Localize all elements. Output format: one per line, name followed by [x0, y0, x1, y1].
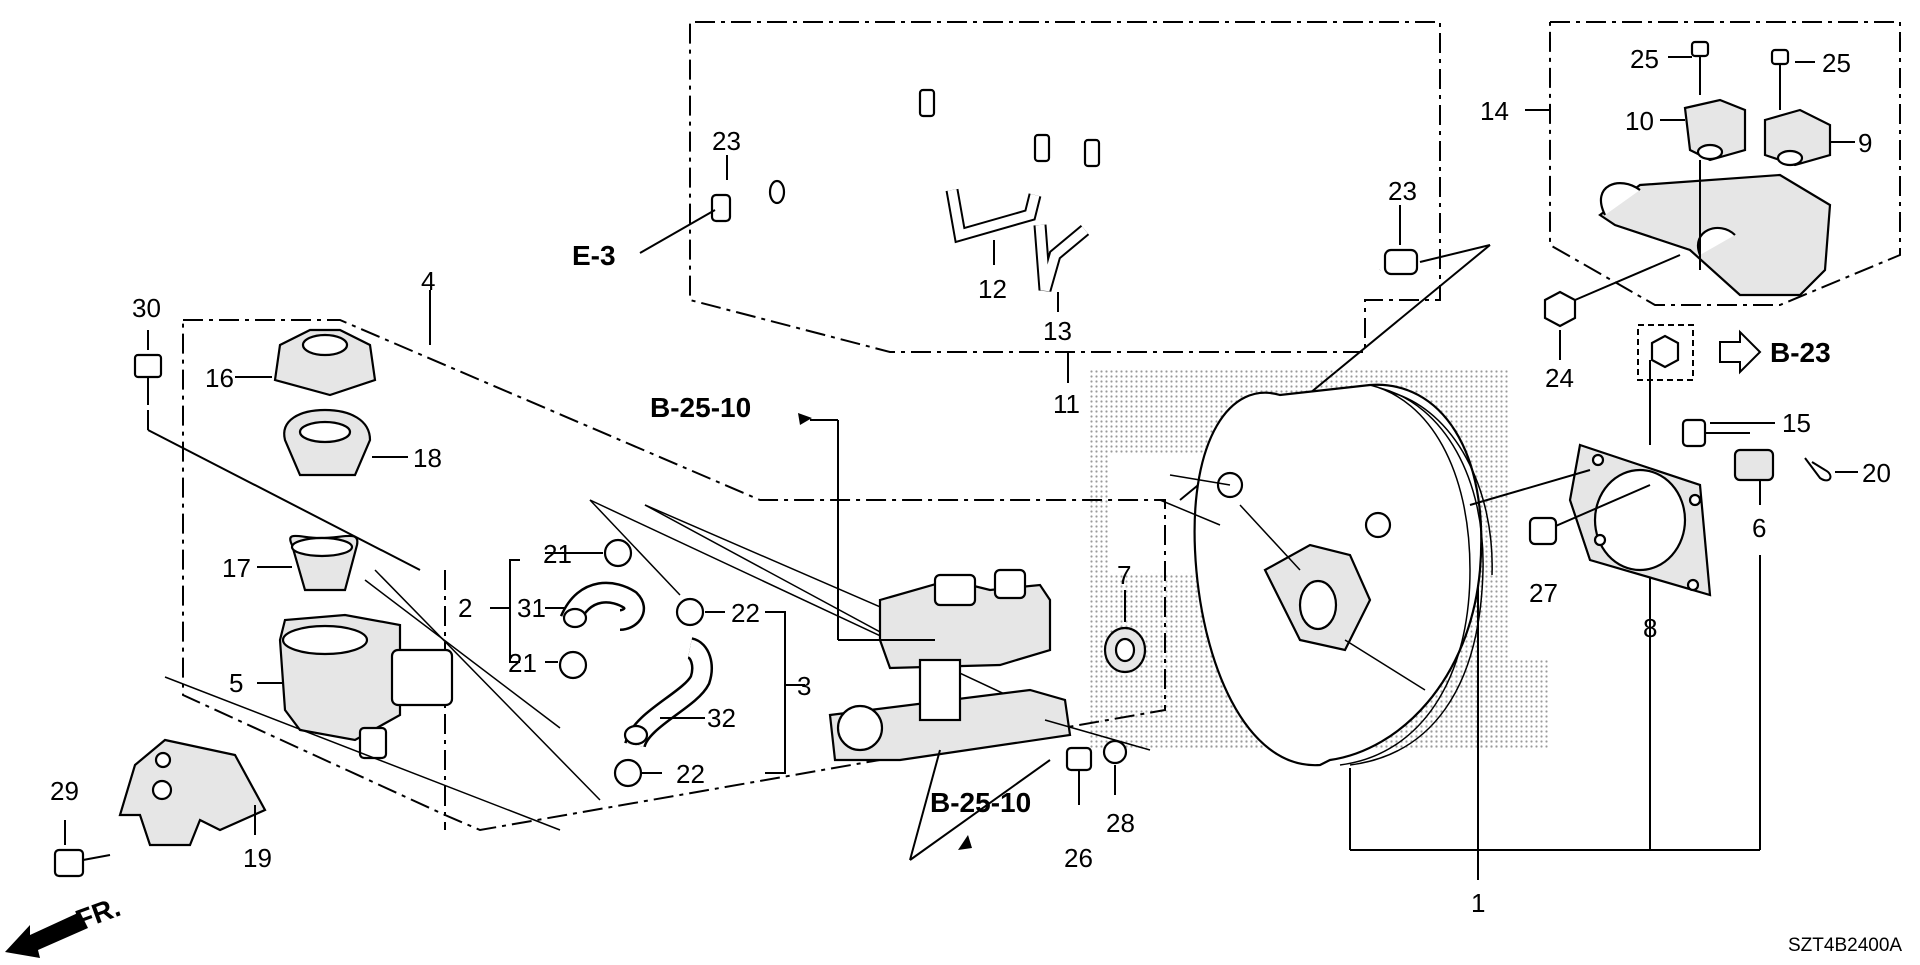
callout-28: 28 — [1106, 808, 1135, 838]
callout-12: 12 — [978, 274, 1007, 304]
callout-22b: 22 — [676, 759, 705, 789]
callout-23a: 23 — [712, 126, 741, 156]
callout-2: 2 — [458, 593, 472, 623]
callout-17: 17 — [222, 553, 251, 583]
front-direction-arrow — [5, 912, 88, 958]
callout-19: 19 — [243, 843, 272, 873]
callout-11: 11 — [1053, 389, 1080, 419]
brake-booster — [1159, 383, 1761, 880]
callout-25b: 25 — [1822, 48, 1851, 78]
reservoir-group — [53, 290, 1166, 878]
callout-13: 13 — [1043, 316, 1072, 346]
hose-set-2-3 — [490, 499, 1061, 788]
callout-7: 7 — [1117, 560, 1131, 590]
callout-5: 5 — [229, 668, 243, 698]
callout-25a: 25 — [1630, 44, 1659, 74]
callout-23b: 23 — [1388, 176, 1417, 206]
callout-30: 30 — [132, 293, 161, 323]
callout-24: 24 — [1545, 363, 1574, 393]
callout-6: 6 — [1752, 513, 1766, 543]
front-label: FR. — [71, 891, 124, 936]
callout-labels: 1 2 3 4 5 6 7 8 9 10 11 12 13 14 15 16 1… — [50, 44, 1891, 918]
ref-e3: E-3 — [572, 240, 616, 271]
callout-1: 1 — [1471, 888, 1485, 918]
ref-b23: B-23 — [1770, 337, 1831, 368]
sensor-bracket-group — [1525, 21, 1901, 381]
callout-26: 26 — [1064, 843, 1093, 873]
hose-assembly-group — [639, 21, 1491, 501]
callout-9: 9 — [1858, 128, 1872, 158]
callout-21a: 21 — [543, 539, 572, 569]
callout-18: 18 — [413, 443, 442, 473]
callout-10: 10 — [1625, 106, 1654, 136]
callout-8: 8 — [1643, 613, 1657, 643]
callout-27: 27 — [1529, 578, 1558, 608]
diagram-code: SZT4B2400A — [1788, 935, 1902, 956]
booster-mounting-parts — [1469, 360, 1858, 597]
ref-b2510-lower: B-25-10 — [930, 787, 1031, 818]
callout-14: 14 — [1480, 96, 1509, 126]
callout-31: 31 — [517, 593, 546, 623]
callout-3: 3 — [797, 671, 811, 701]
ref-b2510-upper: B-25-10 — [650, 392, 751, 423]
callout-16: 16 — [205, 363, 234, 393]
reference-labels: E-3 B-25-10 B-25-10 B-23 FR. SZT4B2400A — [71, 240, 1902, 956]
callout-20: 20 — [1862, 458, 1891, 488]
callout-15: 15 — [1782, 408, 1811, 438]
callout-4: 4 — [421, 266, 435, 296]
callout-32: 32 — [707, 703, 736, 733]
callout-21b: 21 — [508, 648, 537, 678]
callout-22a: 22 — [731, 598, 760, 628]
master-cylinder — [798, 413, 1151, 861]
callout-29: 29 — [50, 776, 79, 806]
